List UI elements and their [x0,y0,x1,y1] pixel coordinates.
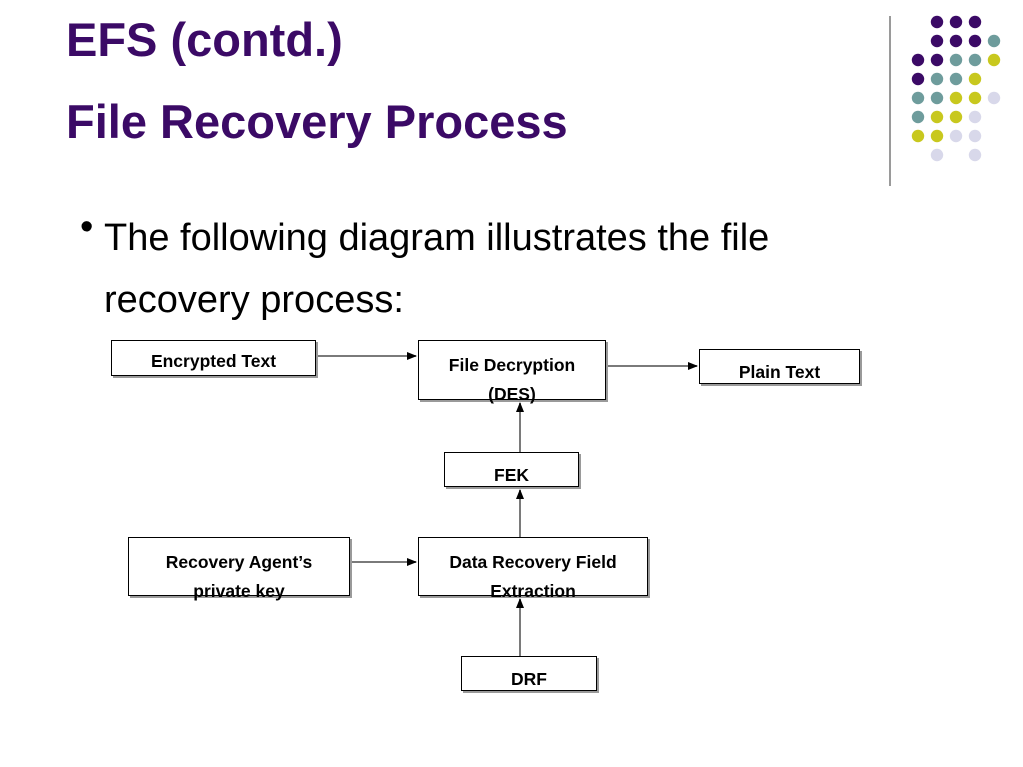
decorative-dot [911,129,925,143]
decorative-dot [949,34,963,48]
decorative-dot [949,53,963,67]
decorative-dot [949,129,963,143]
decorative-dot [930,15,944,29]
node-file-decryption-label-line-1: File Decryption [448,355,576,375]
decorative-dot [968,148,982,162]
decorative-dot [911,91,925,105]
node-recovery-agent-key-label-line-2: private key [193,581,285,601]
node-plain-text: Plain Text [699,349,860,384]
node-encrypted-text: Encrypted Text [111,340,316,376]
node-drf-label: DRF [511,669,547,689]
decorative-dot [930,148,944,162]
node-fek: FEK [444,452,579,487]
node-drf: DRF [461,656,597,691]
decorative-dot [930,53,944,67]
decorative-dot [911,53,925,67]
decorative-dot [987,53,1001,67]
slide-title-line-2: File Recovery Process [66,95,568,148]
decorative-dot [968,72,982,86]
bullet-point-icon: • [80,206,94,248]
node-file-decryption: File Decryption (DES) [418,340,606,404]
decorative-dot [968,110,982,124]
node-recovery-agent-key: Recovery Agent’s private key [128,537,350,601]
node-file-decryption-label-line-2: (DES) [488,384,536,404]
node-drf-extraction-label-line-1: Data Recovery Field [449,552,617,572]
decorative-dot [968,15,982,29]
node-recovery-agent-key-label-line-1: Recovery Agent’s [165,552,313,572]
decorative-dot [930,34,944,48]
node-encrypted-text-label: Encrypted Text [150,351,277,371]
decorative-dot [949,15,963,29]
node-fek-label: FEK [494,465,529,485]
decorative-dot [968,34,982,48]
decorative-dot [949,91,963,105]
bullet-text: The following diagram illustrates the fi… [104,217,770,321]
dot-group [911,15,1001,162]
decorative-dot [911,110,925,124]
decorative-dot [968,53,982,67]
decorative-dot [911,72,925,86]
slide-title-line-1: EFS (contd.) [66,13,343,66]
decorative-dot [987,91,1001,105]
node-drf-extraction: Data Recovery Field Extraction [418,537,648,601]
decorative-dot [930,129,944,143]
node-drf-extraction-label-line-2: Extraction [490,581,576,601]
decorative-dot [968,91,982,105]
node-plain-text-label: Plain Text [738,362,821,382]
decorative-dot [930,110,944,124]
decorative-dot-grid [889,15,1001,186]
decorative-dot [930,72,944,86]
decorative-dot [987,34,1001,48]
decorative-dot [949,72,963,86]
decorative-dot [968,129,982,143]
decorative-dot [930,91,944,105]
decorative-dot [949,110,963,124]
